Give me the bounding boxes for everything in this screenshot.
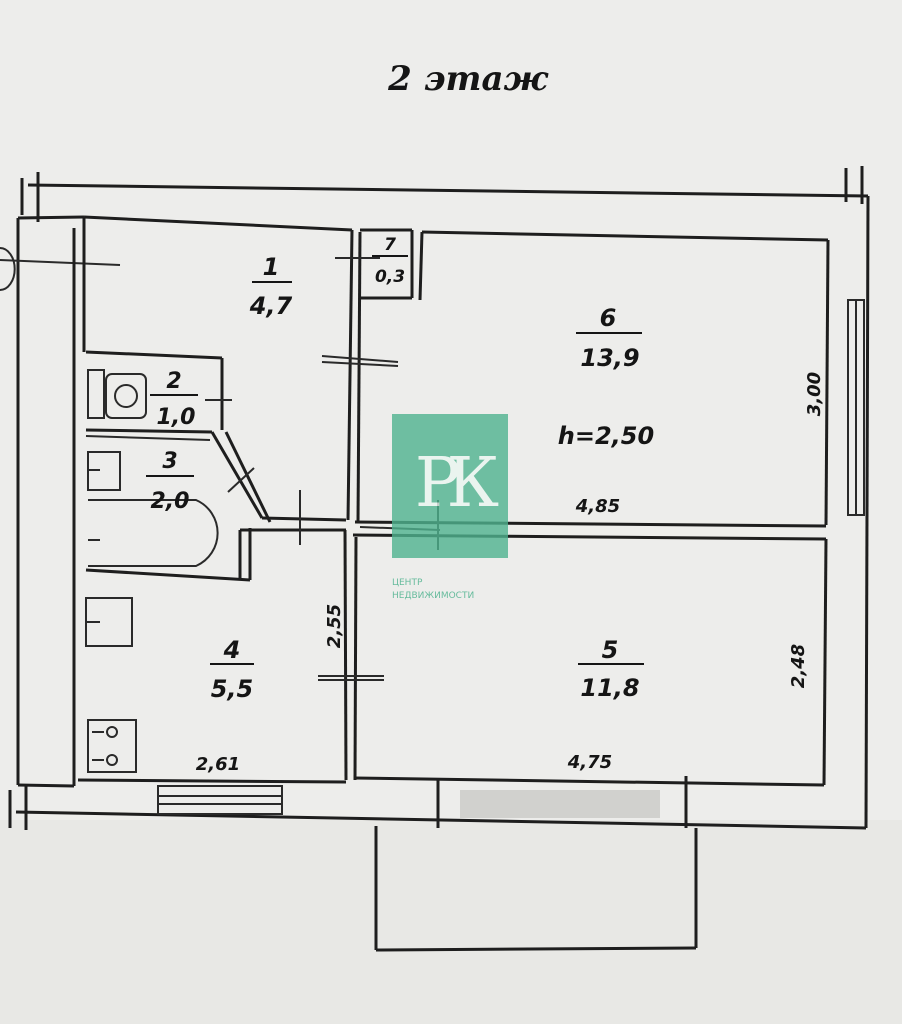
svg-text:11,8: 11,8 — [580, 674, 639, 702]
dim-room5-depth: 2,48 — [788, 644, 809, 688]
svg-text:0,3: 0,3 — [375, 267, 405, 287]
watermark-line1: ЦЕНТР — [392, 578, 423, 588]
svg-text:4: 4 — [223, 636, 241, 664]
dim-room4-width: 2,61 — [196, 754, 240, 775]
outer-walls — [0, 166, 870, 830]
svg-text:2,0: 2,0 — [151, 489, 190, 514]
svg-text:4,7: 4,7 — [249, 292, 293, 320]
svg-text:7: 7 — [384, 235, 396, 255]
svg-text:2: 2 — [166, 369, 181, 394]
watermark-line2: НЕДВИЖИМОСТИ — [392, 591, 474, 601]
svg-text:5: 5 — [602, 636, 619, 664]
interior-walls — [72, 215, 830, 787]
window-bottom — [157, 785, 283, 815]
svg-text:5,5: 5,5 — [211, 675, 254, 703]
room-7-label: 7 0,3 — [372, 235, 408, 287]
svg-text:1,0: 1,0 — [157, 405, 196, 430]
svg-text:3: 3 — [162, 449, 177, 474]
ceiling-height: h=2,50 — [558, 422, 654, 450]
bathtub-icon — [87, 451, 219, 567]
svg-text:13,9: 13,9 — [580, 344, 639, 372]
balcony — [374, 776, 698, 952]
dim-room6-depth: 3,00 — [804, 372, 825, 416]
stove-icon — [87, 719, 137, 773]
room-2-label: 2 1,0 — [150, 369, 198, 430]
window-right — [847, 299, 865, 516]
floor-title: 2 этаж — [387, 59, 549, 99]
dim-room5-width: 4,75 — [567, 752, 612, 773]
toilet-icon — [87, 369, 147, 419]
kitchen-sink-icon — [85, 597, 133, 647]
room-4-label: 4 5,5 — [210, 636, 254, 703]
svg-text:6: 6 — [600, 304, 617, 332]
room-3-label: 3 2,0 — [146, 449, 194, 514]
svg-text:1: 1 — [263, 253, 280, 281]
room-1-label: 1 4,7 — [249, 253, 293, 320]
watermark-logo: РК — [392, 414, 513, 558]
room-5-label: 5 11,8 — [578, 636, 644, 702]
room-6-label: 6 13,9 — [576, 304, 642, 372]
dim-room4-depth: 2,55 — [324, 604, 345, 648]
dim-room6-width: 4,85 — [575, 496, 620, 517]
